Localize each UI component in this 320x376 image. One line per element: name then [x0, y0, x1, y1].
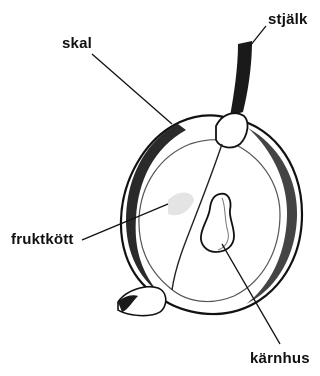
label-core: kärnhus: [250, 351, 310, 366]
leader-line-stalk: [250, 26, 266, 46]
label-flesh: fruktkött: [11, 232, 74, 247]
label-stalk: stjälk: [268, 12, 308, 27]
stalk: [230, 41, 252, 116]
label-skin: skal: [62, 36, 92, 51]
leader-line-skin: [92, 54, 172, 124]
